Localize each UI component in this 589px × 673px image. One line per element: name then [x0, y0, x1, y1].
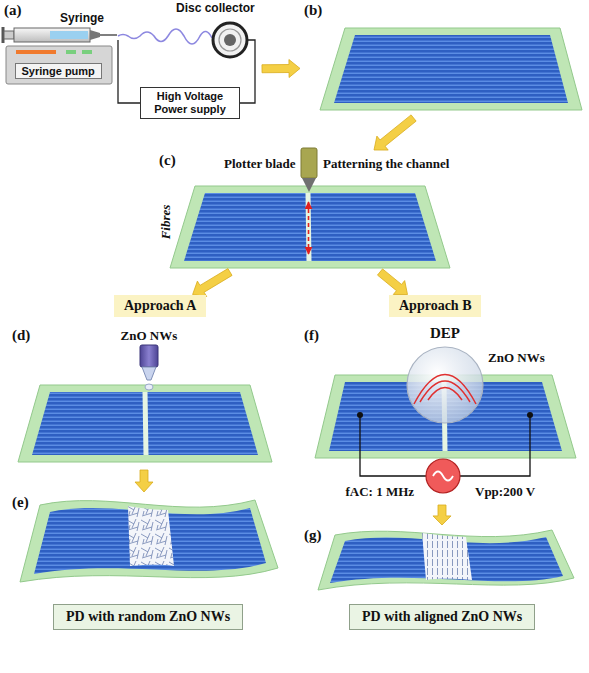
panel-label: (g) [300, 525, 326, 546]
wire [240, 40, 255, 103]
pipette-tip [142, 367, 156, 380]
polymer-solution [50, 31, 88, 39]
callout-label: Patterning the channel [323, 156, 449, 172]
random-nanowires [128, 506, 174, 566]
substrate [320, 28, 582, 110]
disc-collector [213, 23, 247, 57]
aligned-fibres [334, 35, 568, 103]
dielectrophoresis-f [315, 347, 576, 493]
flow-arrow [193, 269, 232, 297]
callout-label: ZnO NWs [121, 328, 178, 344]
callout-label: Syringe [60, 11, 104, 25]
channel [308, 193, 309, 261]
flow-arrow [377, 269, 407, 295]
panel-b: (b) [300, 0, 584, 118]
wire [360, 415, 426, 476]
callout-label: Disc collector [176, 1, 255, 15]
callout-label: ZnO NWs [488, 350, 545, 366]
panel-label: (b) [300, 0, 326, 21]
substrate [170, 186, 450, 268]
channel-patterning-c [170, 148, 450, 268]
pump-body [6, 46, 112, 84]
polymer-jet [118, 29, 212, 44]
nanowire-droplet [407, 347, 483, 423]
pump-indicator [66, 50, 76, 54]
drop-casting-d [18, 345, 272, 462]
panel-a: (a) Syringe pumpHigh Voltage Power supply [0, 0, 262, 125]
substrate [18, 385, 272, 462]
box-text: PD with aligned ZnO NWs [362, 609, 522, 626]
pump-indicator [16, 50, 56, 54]
disc-collector [219, 29, 241, 51]
box-text: Approach A [124, 298, 196, 315]
flexible-substrate [20, 500, 278, 582]
droplet [145, 384, 153, 390]
needle [100, 34, 117, 36]
box-text: PD with random ZnO NWs [66, 609, 230, 626]
panel-d: (d) [8, 325, 280, 470]
box-text: Syringe pump [22, 65, 95, 78]
ac-symbol [433, 472, 453, 481]
needle-hub [90, 30, 100, 40]
box-text: Approach B [399, 298, 471, 315]
channel [145, 392, 146, 455]
callout-label: Vpp:200 V [475, 484, 535, 500]
callout-label: DEP [430, 325, 460, 342]
aligned-fibres [184, 193, 436, 261]
panel-e: (e) [8, 492, 280, 592]
approach-box: Approach A [114, 295, 206, 318]
callout-label: Plotter blade [224, 156, 296, 172]
panel-label: (c) [155, 150, 180, 171]
pipette [140, 345, 158, 367]
device-caption-box: PD with random ZnO NWs [53, 604, 243, 631]
flow-arrow [135, 470, 153, 492]
axis-label: Fibres [158, 205, 174, 240]
field-lines [414, 375, 476, 405]
flow-arrow [374, 115, 416, 150]
syringe-barrel [14, 28, 90, 42]
callout-label: fAC: 1 MHz [346, 484, 415, 500]
aligned-fibres [32, 392, 258, 455]
panel-label: (e) [8, 492, 33, 513]
ac-source [426, 459, 460, 493]
device-random-e [20, 500, 278, 582]
flow-arrow [262, 60, 300, 78]
syringe-pump: Syringe pump [15, 63, 102, 80]
aligned-nanowires [422, 533, 472, 580]
flexible-substrate [318, 530, 574, 590]
device-caption-box: PD with aligned ZnO NWs [349, 604, 535, 631]
panel-label: (d) [8, 325, 34, 346]
plunger-rod [4, 31, 14, 39]
device-aligned-g [318, 530, 574, 590]
panel-label: (a) [0, 0, 26, 21]
fibre-mat-b [320, 28, 582, 110]
panel-g: (g) [300, 525, 584, 595]
cutting-direction [308, 202, 310, 254]
wire [460, 415, 530, 476]
plotter-blade [301, 148, 317, 178]
box-text: High Voltage Power supply [144, 90, 236, 116]
disc-axle [224, 34, 236, 46]
pump-indicator [82, 50, 92, 54]
wire [118, 40, 140, 103]
power-supply-box: High Voltage Power supply [140, 87, 240, 119]
approach-box: Approach B [389, 295, 481, 318]
flow-arrow [433, 505, 451, 525]
blade-tip [302, 178, 316, 192]
panel-label: (f) [300, 325, 323, 346]
